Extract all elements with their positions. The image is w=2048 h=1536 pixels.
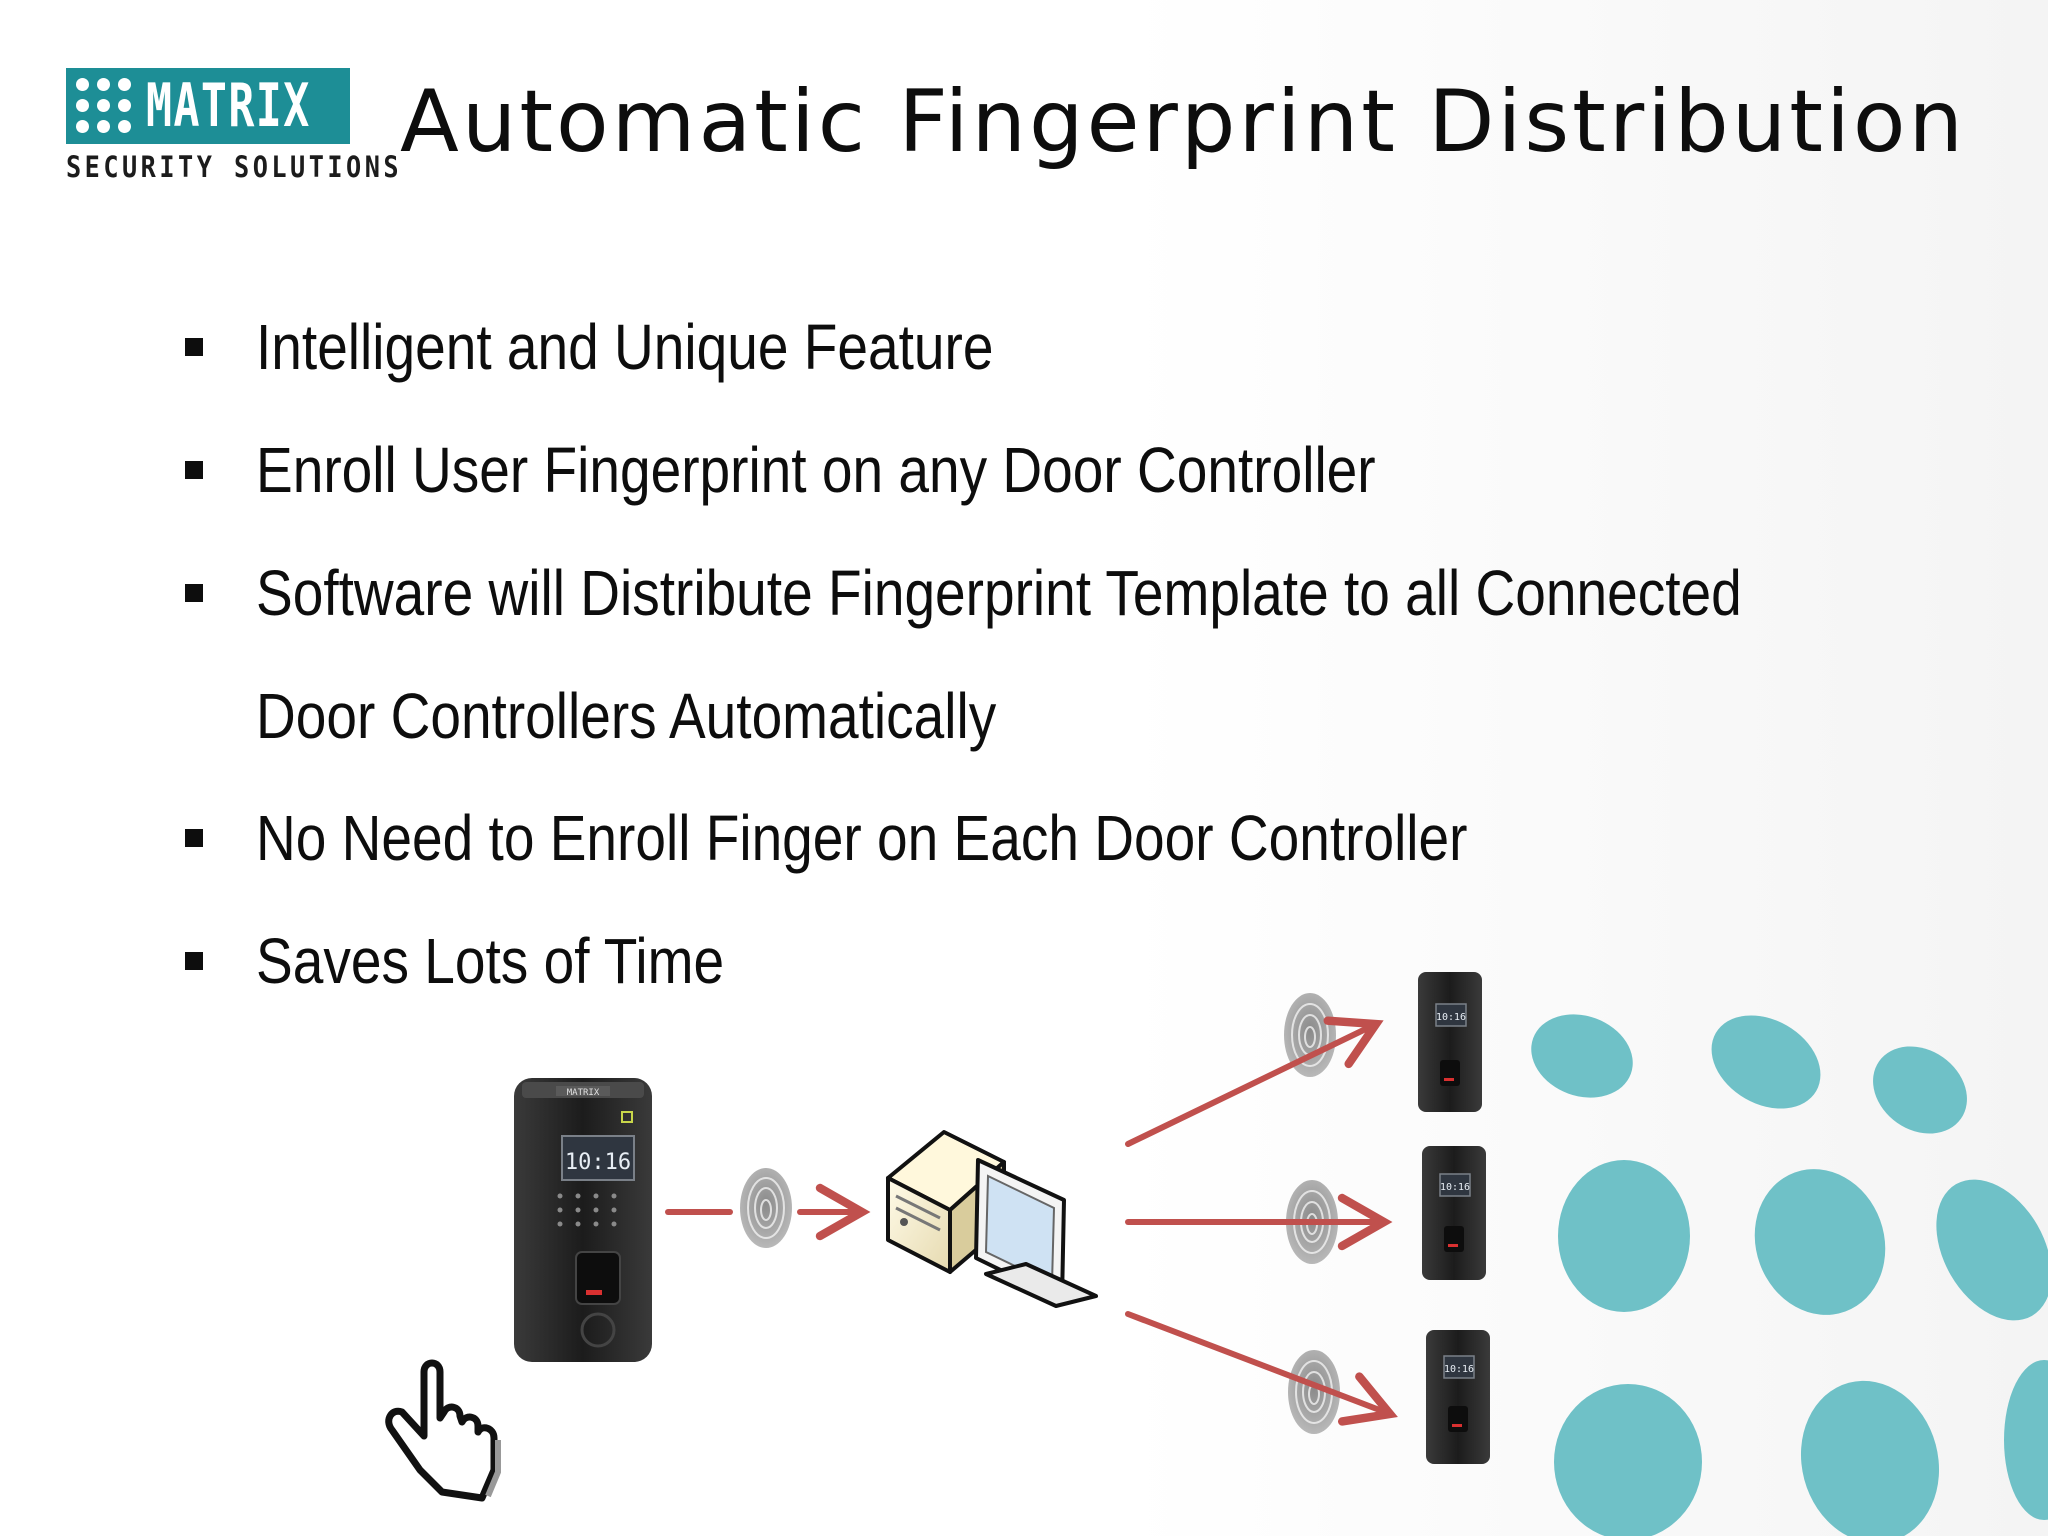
decor-circle bbox=[1554, 1384, 1702, 1536]
decor-circles bbox=[1531, 1014, 2048, 1536]
fingerprint-icon bbox=[1284, 993, 1336, 1077]
bullet-marker bbox=[185, 584, 203, 602]
device-screen-time: 10:16 bbox=[1440, 1182, 1470, 1193]
device-brand-label: MATRIX bbox=[567, 1088, 600, 1098]
decor-circle bbox=[1711, 1015, 1821, 1109]
decor-circle bbox=[2004, 1360, 2048, 1520]
decor-circle bbox=[1873, 1046, 1967, 1134]
source-door-controller-icon: MATRIX 10:16 bbox=[514, 1078, 652, 1362]
logo-tagline: SECURITY SOLUTIONS bbox=[66, 150, 403, 184]
decor-circle bbox=[1558, 1160, 1690, 1312]
device-screen-time: 10:16 bbox=[1444, 1364, 1474, 1375]
bullet-text: No Need to Enroll Finger on Each Door Co… bbox=[256, 802, 1468, 874]
decor-circle bbox=[1754, 1169, 1886, 1315]
bullet-marker bbox=[185, 952, 203, 970]
fingerprint-icon bbox=[740, 1168, 792, 1248]
bullet-text: Enroll User Fingerprint on any Door Cont… bbox=[256, 434, 1376, 506]
bullet-item: Software will Distribute Fingerprint Tem… bbox=[0, 532, 2048, 772]
bullet-item: Intelligent and Unique Feature bbox=[0, 286, 2048, 526]
arrow bbox=[1125, 1016, 1384, 1147]
decor-circle bbox=[1936, 1179, 2048, 1321]
arrow bbox=[1125, 1311, 1398, 1426]
destination-door-controller-icon: 10:16 bbox=[1426, 1330, 1490, 1464]
bullet-text: Saves Lots of Time bbox=[256, 925, 725, 997]
logo-brand: MATRIX bbox=[146, 71, 311, 141]
matrix-logo: MATRIX SECURITY SOLUTIONS bbox=[66, 68, 403, 184]
bullet-marker bbox=[185, 461, 203, 479]
bullet-item: Enroll User Fingerprint on any Door Cont… bbox=[0, 409, 2048, 649]
destination-door-controller-icon: 10:16 bbox=[1418, 972, 1482, 1112]
hand-pointer-icon bbox=[385, 1359, 501, 1502]
decor-circle bbox=[1531, 1014, 1633, 1098]
bullet-item: No Need to Enroll Finger on Each Door Co… bbox=[0, 777, 2048, 1017]
bullet-text: Software will Distribute Fingerprint Tem… bbox=[256, 557, 1742, 752]
bullet-marker bbox=[185, 338, 203, 356]
destination-door-controller-icon: 10:16 bbox=[1422, 1146, 1486, 1280]
device-screen-time: 10:16 bbox=[1436, 1012, 1466, 1023]
logo-dots-icon bbox=[76, 78, 134, 134]
bullet-item: Saves Lots of Time bbox=[0, 900, 2048, 1140]
device-screen-time: 10:16 bbox=[565, 1150, 631, 1175]
decor-circle bbox=[1800, 1380, 1940, 1536]
slide-title: Automatic Fingerprint Distribution bbox=[400, 72, 1966, 172]
bullet-marker bbox=[185, 829, 203, 847]
logo-badge: MATRIX bbox=[66, 68, 350, 144]
computer-icon bbox=[886, 1130, 1098, 1308]
bullet-text: Intelligent and Unique Feature bbox=[256, 311, 994, 383]
